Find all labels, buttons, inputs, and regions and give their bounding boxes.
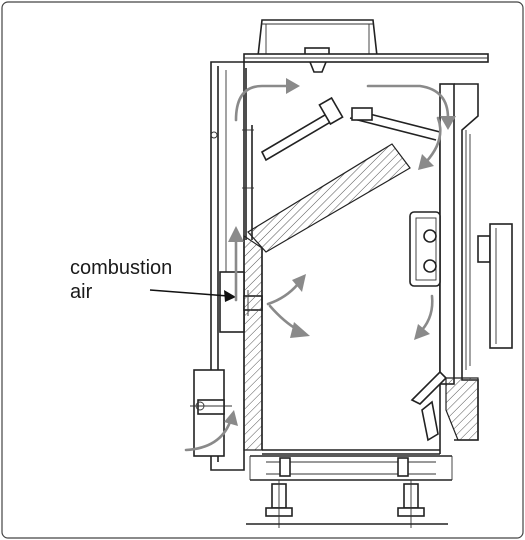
smoke-deflector — [260, 96, 441, 162]
front-lip — [410, 370, 479, 442]
firebox-rear-wall — [243, 234, 263, 451]
top-plate — [243, 53, 489, 73]
combustion-air-label: combustion air — [70, 257, 173, 303]
air-spigot — [190, 369, 232, 457]
base — [249, 455, 453, 481]
convection-channel — [242, 68, 254, 240]
firebox — [262, 160, 441, 455]
leveling-feet — [265, 480, 425, 528]
baffle-plate — [247, 143, 411, 253]
door-handle — [477, 223, 513, 349]
door-latch — [409, 211, 441, 287]
airflow-arrows — [184, 78, 456, 452]
callout-leader — [149, 289, 236, 302]
